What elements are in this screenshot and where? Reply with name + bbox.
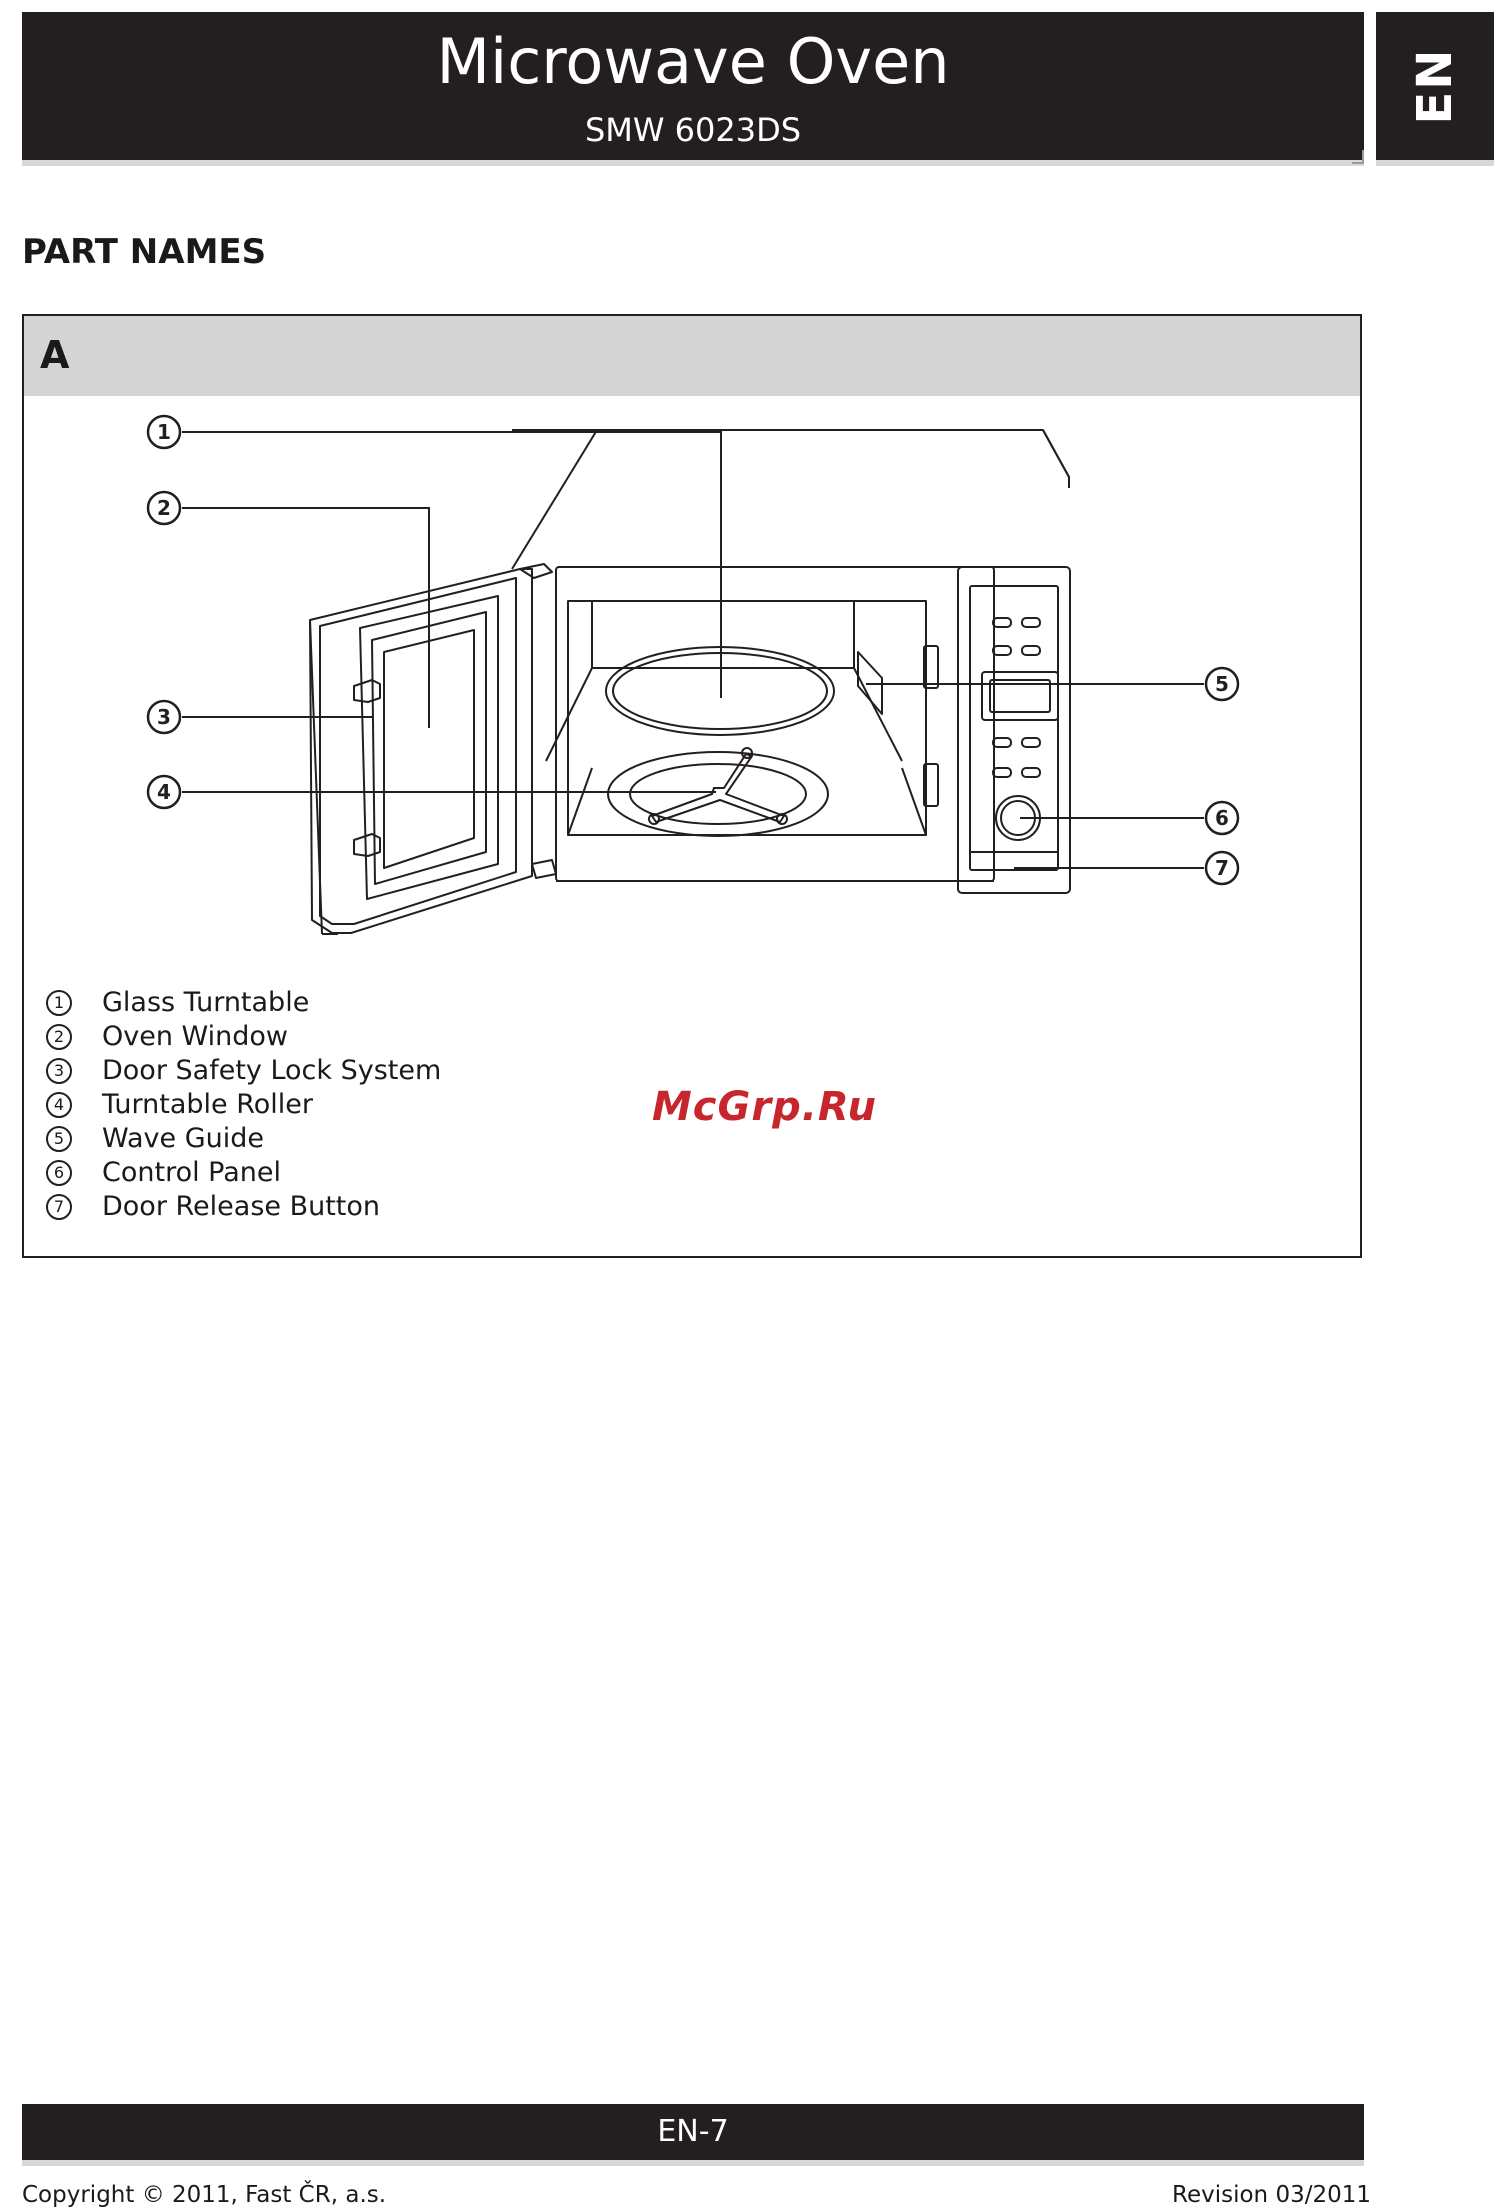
legend-item: 6 Control Panel	[46, 1156, 441, 1190]
language-label: EN	[1407, 48, 1463, 125]
legend-item: 2 Oven Window	[46, 1020, 441, 1054]
leader-line-2	[182, 508, 429, 728]
corner-mark	[1352, 150, 1364, 164]
legend-item: 3 Door Safety Lock System	[46, 1054, 441, 1088]
callout-4: 4	[157, 780, 171, 804]
legend-number: 1	[46, 990, 72, 1016]
language-tab: EN	[1376, 12, 1494, 160]
legend-number: 2	[46, 1024, 72, 1050]
legend-label: Control Panel	[102, 1156, 281, 1190]
footer-bar: EN-7	[22, 2104, 1364, 2160]
callout-2: 2	[157, 496, 171, 520]
legend-item: 7 Door Release Button	[46, 1190, 441, 1224]
legend-label: Door Safety Lock System	[102, 1054, 441, 1088]
page-number: EN-7	[22, 2104, 1364, 2160]
legend-item: 4 Turntable Roller	[46, 1088, 441, 1122]
callout-1: 1	[157, 420, 171, 444]
leader-line-1	[182, 432, 721, 698]
legend-item: 5 Wave Guide	[46, 1122, 441, 1156]
parts-legend: 1 Glass Turntable 2 Oven Window 3 Door S…	[46, 986, 441, 1224]
legend-label: Turntable Roller	[102, 1088, 313, 1122]
legend-label: Oven Window	[102, 1020, 288, 1054]
header-bar: Microwave Oven SMW 6023DS	[22, 12, 1364, 160]
model-number: SMW 6023DS	[22, 110, 1364, 150]
callout-6: 6	[1215, 806, 1229, 830]
legend-label: Door Release Button	[102, 1190, 380, 1224]
legend-number: 6	[46, 1160, 72, 1186]
callout-5: 5	[1215, 672, 1229, 696]
legend-number: 7	[46, 1194, 72, 1220]
legend-number: 4	[46, 1092, 72, 1118]
legend-label: Wave Guide	[102, 1122, 264, 1156]
legend-item: 1 Glass Turntable	[46, 986, 441, 1020]
callout-7: 7	[1215, 856, 1229, 880]
copyright-notice: Copyright © 2011, Fast ČR, a.s.	[22, 2180, 386, 2210]
page-title: Microwave Oven	[22, 26, 1364, 98]
control-panel-drawing	[958, 567, 1070, 893]
revision-label: Revision 03/2011	[1172, 2180, 1371, 2210]
open-door	[310, 564, 556, 934]
legend-number: 3	[46, 1058, 72, 1084]
callout-3: 3	[157, 705, 171, 729]
legend-number: 5	[46, 1126, 72, 1152]
watermark-link[interactable]: McGrp.Ru	[652, 1082, 877, 1132]
legend-label: Glass Turntable	[102, 986, 309, 1020]
section-heading: PART NAMES	[22, 230, 266, 274]
